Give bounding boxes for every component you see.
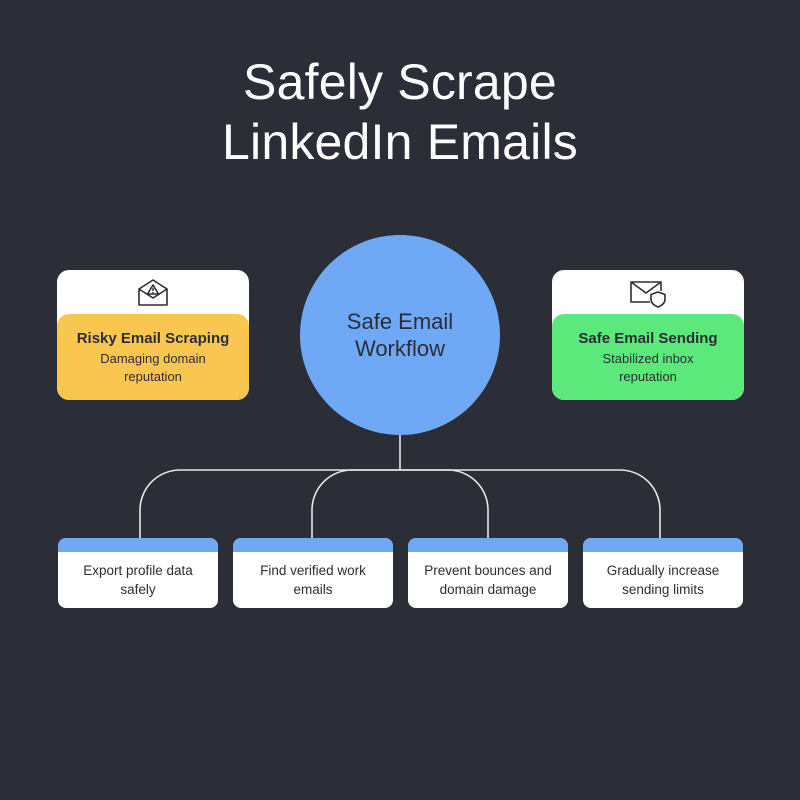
risky-scraping-heading: Risky Email Scraping <box>76 329 230 347</box>
step-card-prevent: Prevent bounces and domain damage <box>408 538 568 608</box>
title-line-2: LinkedIn Emails <box>222 114 578 170</box>
connector-inner <box>311 469 489 538</box>
step-card-bar <box>408 538 568 552</box>
step-card-find: Find verified work emails <box>233 538 393 608</box>
risky-scraping-card: Risky Email Scraping Damaging domain rep… <box>57 270 249 400</box>
step-card-label: Prevent bounces and domain damage <box>424 563 552 597</box>
page-title: Safely Scrape LinkedIn Emails <box>0 52 800 172</box>
safe-sending-card: Safe Email Sending Stabilized inbox repu… <box>552 270 744 400</box>
step-card-label: Export profile data safely <box>83 563 193 597</box>
risky-scraping-text: Damaging domain reputation <box>100 350 206 384</box>
connector-outer <box>139 469 661 538</box>
step-card-increase: Gradually increase sending limits <box>583 538 743 608</box>
safe-sending-heading: Safe Email Sending <box>578 329 718 347</box>
safe-sending-text: Stabilized inbox reputation <box>602 350 694 384</box>
center-node: Safe Email Workflow <box>300 235 500 435</box>
center-line-1: Safe Email <box>346 309 454 334</box>
step-card-label: Find verified work emails <box>260 563 366 597</box>
center-line-2: Workflow <box>354 336 446 361</box>
step-card-bar <box>233 538 393 552</box>
shield-envelope-icon <box>552 278 744 310</box>
step-card-label: Gradually increase sending limits <box>606 563 720 597</box>
safe-sending-panel: Safe Email Sending Stabilized inbox repu… <box>552 314 744 400</box>
step-card-bar <box>583 538 743 552</box>
risky-scraping-panel: Risky Email Scraping Damaging domain rep… <box>57 314 249 400</box>
step-card-bar <box>58 538 218 552</box>
warning-envelope-icon <box>57 278 249 310</box>
title-line-1: Safely Scrape <box>243 54 557 110</box>
step-card-export: Export profile data safely <box>58 538 218 608</box>
